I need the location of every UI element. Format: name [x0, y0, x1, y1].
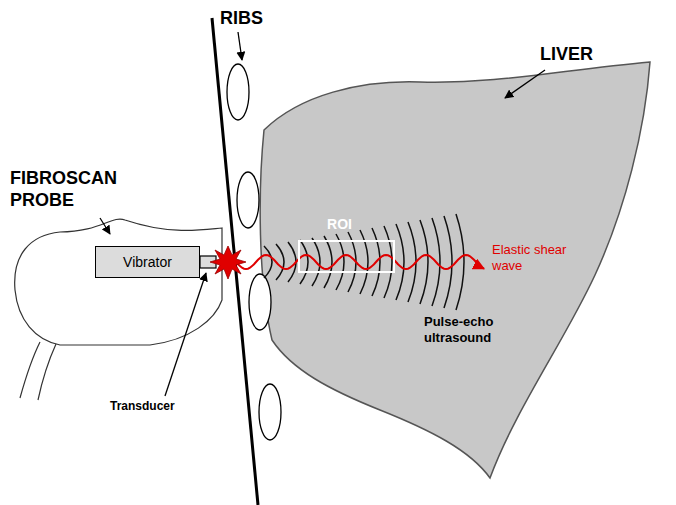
rib: [259, 384, 281, 440]
pulse-echo-label: Pulse-echo ultrasound: [424, 314, 504, 345]
impact-star: [210, 246, 246, 279]
roi-label: ROI: [284, 214, 395, 234]
leader-line: [100, 218, 110, 234]
roi-box: ROI: [298, 214, 395, 273]
roi-frame: [298, 240, 395, 273]
echo-arc: [444, 216, 452, 308]
probe-cable: [20, 342, 56, 400]
wave-label: Elastic shear wave: [492, 242, 572, 273]
leader-line: [238, 32, 242, 60]
echo-arc: [300, 240, 308, 284]
leader-line: [165, 273, 206, 396]
echo-arc: [264, 246, 272, 278]
liver-label: LIVER: [540, 44, 630, 66]
probe-label: FIBROSCAN PROBE: [10, 168, 140, 211]
rib: [227, 64, 249, 120]
rib: [249, 274, 271, 330]
leader-line: [505, 70, 545, 98]
echo-arc: [384, 226, 392, 298]
rib: [237, 172, 259, 228]
box-label: Vibrator: [104, 254, 191, 270]
echo-arc: [324, 236, 332, 288]
vibrator-box: Vibrator: [95, 246, 200, 278]
pulse-echo-arcs: [264, 214, 464, 310]
probe-outline: [15, 219, 222, 345]
transducer-label: Transducer: [110, 399, 210, 413]
ribs-label: RIBS: [220, 8, 290, 30]
echo-arc: [420, 220, 428, 304]
liver-shape: [260, 62, 650, 478]
shear-wave: [236, 255, 484, 269]
